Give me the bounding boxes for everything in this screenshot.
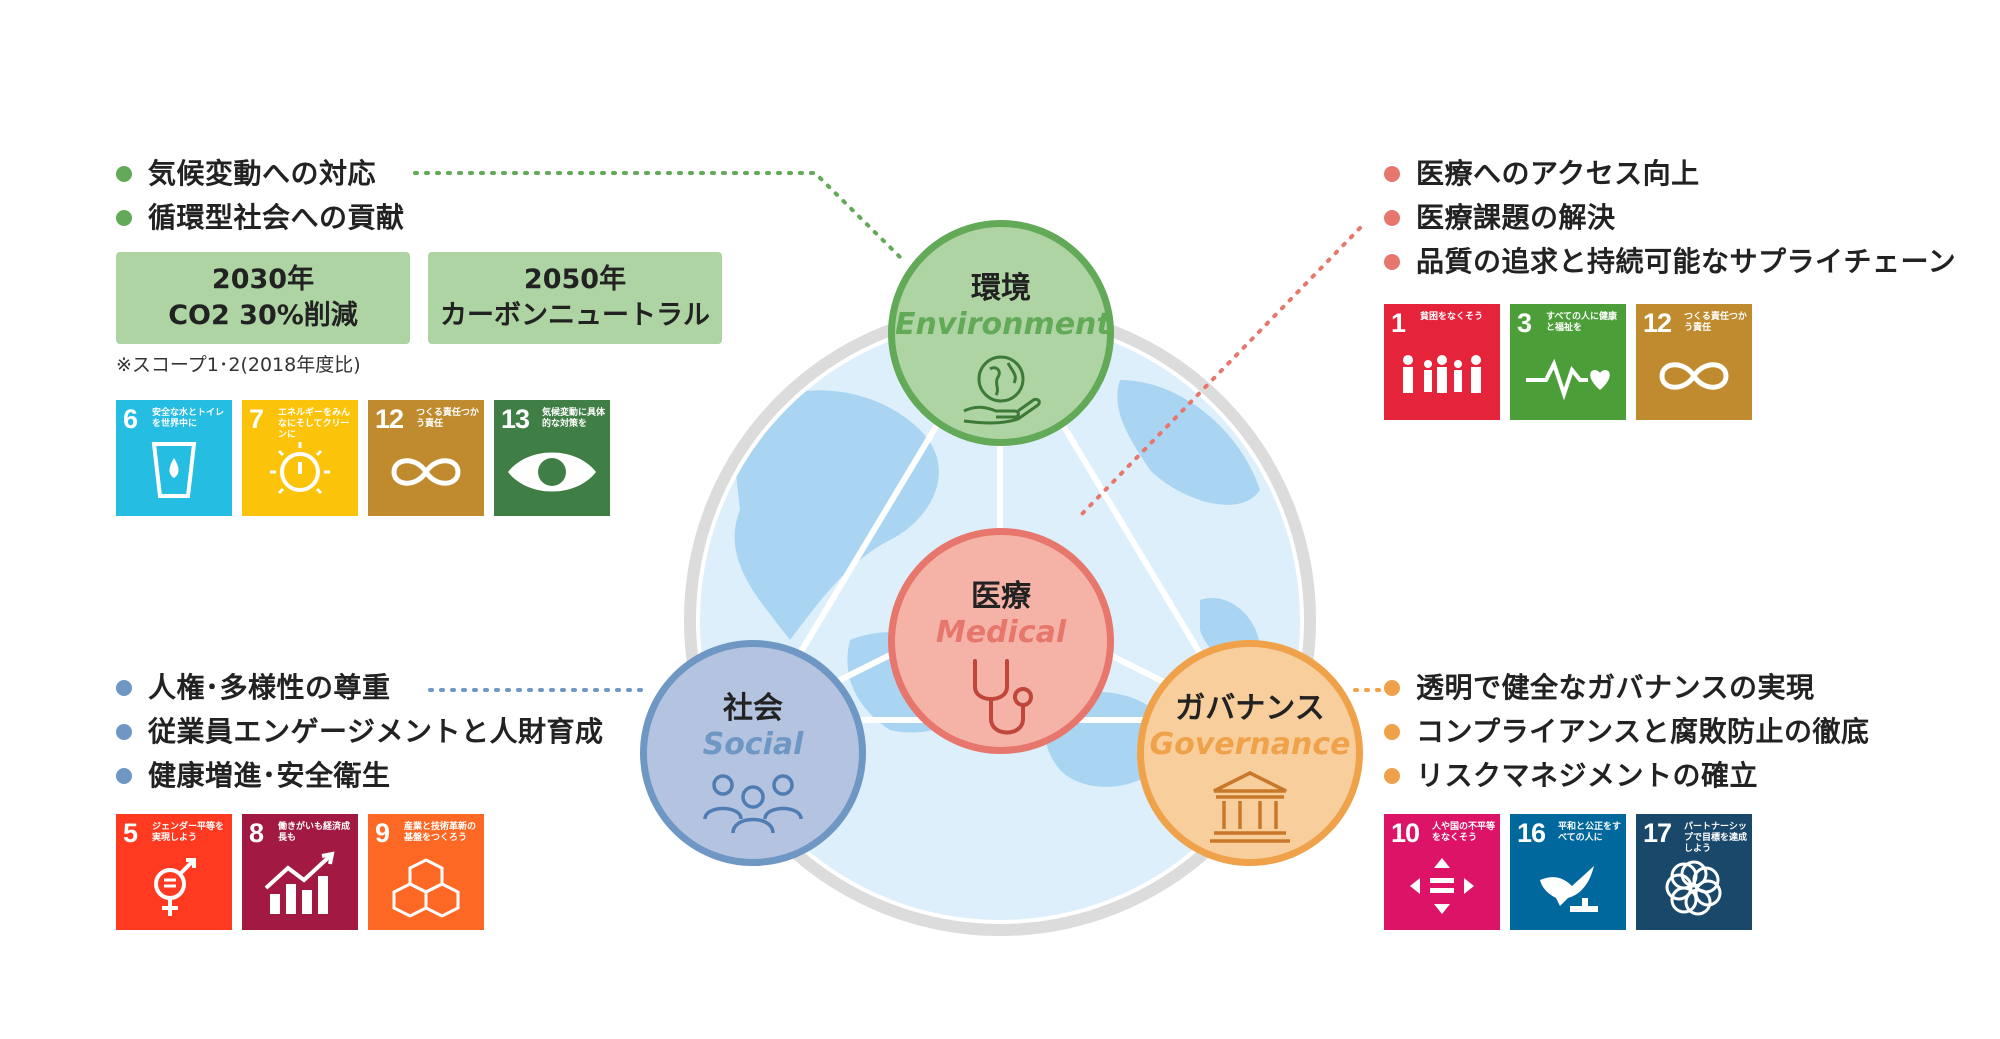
globe-hand-icon [963,355,1041,425]
social-bullets: 人権･多様性の尊重 従業員エンゲージメントと人財育成 健康増進･安全衛生 [116,666,603,798]
bullet-dot [116,166,132,182]
list-item: リスクマネジメントの確立 [1384,754,1869,798]
bullet-dot [116,680,132,696]
bullet-dot [1384,724,1400,740]
gender-icon [154,858,196,916]
dove-icon [1540,866,1598,912]
list-item: 従業員エンゲージメントと人財育成 [116,710,603,754]
list-item: 気候変動への対応 [116,152,405,196]
cubes-icon [392,858,460,918]
infinity-icon [1659,362,1729,390]
list-item: 品質の追求と持続可能なサプライチェーン [1384,240,1956,284]
heartbeat-icon [1526,358,1610,401]
pillar-governance[interactable]: ガバナンス Governance [1137,640,1363,866]
bullet-dot [1384,210,1400,226]
scope-note: ※スコープ1･2(2018年度比) [116,354,361,376]
bullet-dot [1384,166,1400,182]
target-2050: 2050年 カーボンニュートラル [428,252,722,344]
eye-globe-icon [508,452,596,492]
bullet-dot [1384,254,1400,270]
list-item: 人権･多様性の尊重 [116,666,603,710]
growth-chart-icon [264,851,335,914]
stethoscope-icon [973,659,1033,735]
list-item: 循環型社会への貢献 [116,196,405,240]
pillar-medical-jp: 医療 [971,579,1031,614]
water-icon [151,442,197,498]
pillar-governance-en: Governance [1149,727,1351,762]
infinity-icon [391,458,461,486]
pillar-environment-en: Environment [895,307,1111,342]
equality-icon [1410,858,1474,914]
governance-bullets: 透明で健全なガバナンスの実現 コンプライアンスと腐敗防止の徹底 リスクマネジメン… [1384,666,1869,798]
list-item: 医療課題の解決 [1384,196,1956,240]
env-leader-line [413,171,907,264]
sun-power-icon [270,442,330,495]
bullet-dot [1384,768,1400,784]
bullet-dot [116,724,132,740]
med-leader-line [1078,226,1362,518]
pillar-social-en: Social [702,727,804,762]
list-item: 健康増進･安全衛生 [116,754,603,798]
medical-bullets: 医療へのアクセス向上 医療課題の解決 品質の追求と持続可能なサプライチェーン [1384,152,1956,284]
list-item: コンプライアンスと腐敗防止の徹底 [1384,710,1869,754]
target-2030: 2030年 CO2 30%削減 [116,252,410,344]
pillar-environment-jp: 環境 [971,271,1031,306]
rings-icon [1665,860,1722,916]
pillar-environment[interactable]: 環境 Environment [888,220,1114,446]
bullet-dot [1384,680,1400,696]
people-icon [703,774,803,834]
bullet-dot [116,210,132,226]
list-item: 透明で健全なガバナンスの実現 [1384,666,1869,710]
pillar-social-jp: 社会 [723,691,783,726]
pillar-social[interactable]: 社会 Social [640,640,866,866]
pillar-governance-jp: ガバナンス [1175,691,1325,726]
pillar-medical-en: Medical [935,615,1067,650]
pillar-medical[interactable]: 医療 Medical [888,528,1114,754]
family-icon [1403,355,1481,393]
list-item: 医療へのアクセス向上 [1384,152,1956,196]
building-icon [1210,771,1290,843]
bullet-dot [116,768,132,784]
environment-bullets: 気候変動への対応 循環型社会への貢献 [116,152,405,240]
